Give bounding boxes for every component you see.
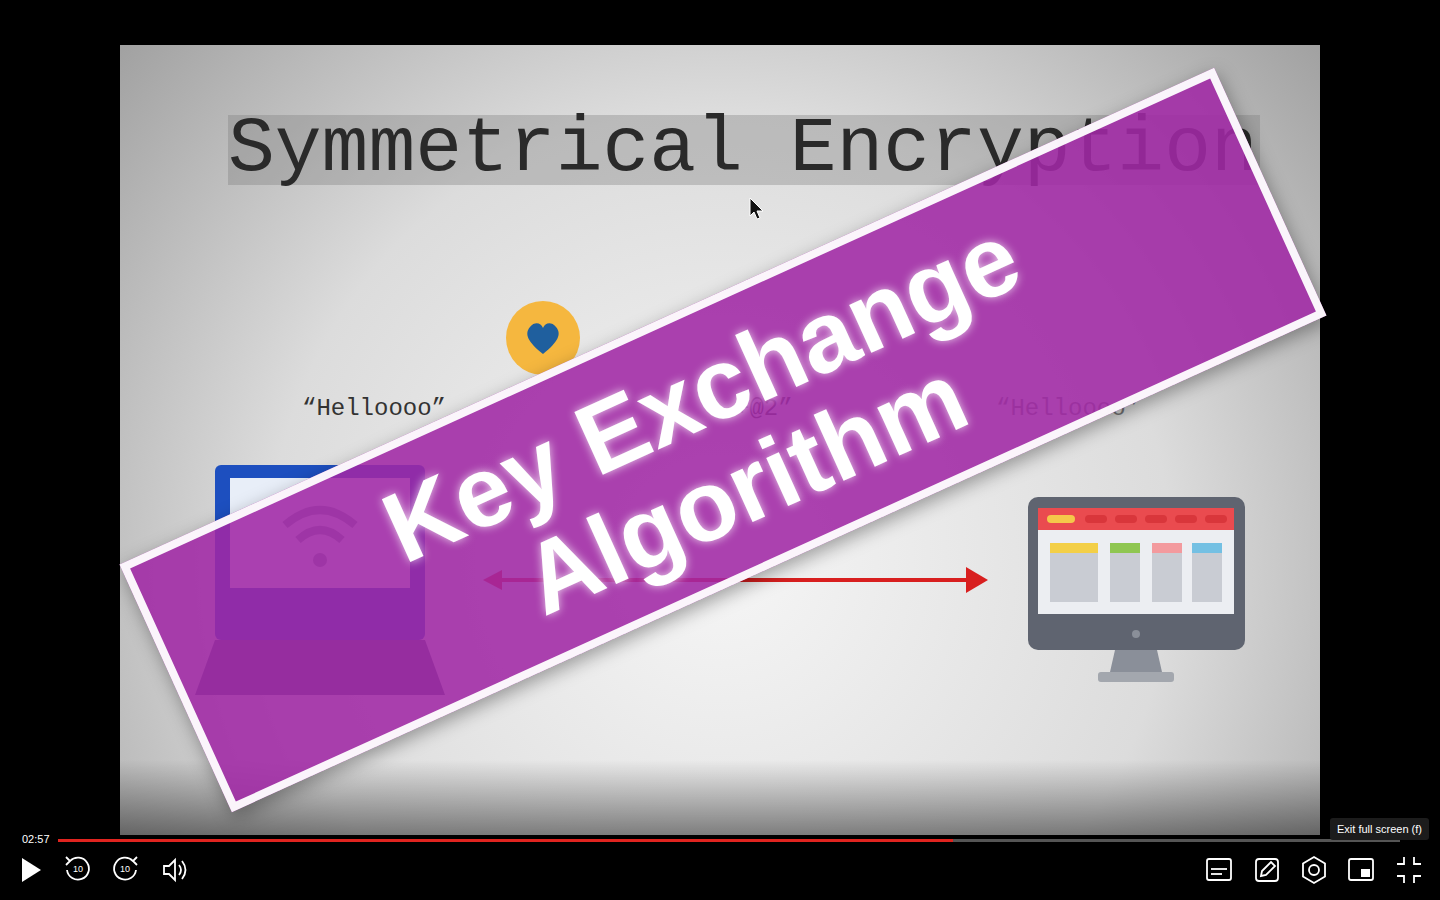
notes-icon: [1256, 859, 1278, 881]
pip-icon: [1349, 859, 1373, 880]
progress-track: [58, 839, 1400, 842]
captions-icon: [1207, 859, 1231, 880]
skip-seconds: 10: [68, 864, 88, 875]
play-icon: [22, 858, 41, 882]
volume-icon: [164, 860, 186, 880]
plain-message: “Helloooo”: [302, 396, 446, 422]
time-elapsed: 02:57: [22, 833, 50, 846]
progress-played: [58, 839, 953, 842]
tooltip: Exit full screen (f): [1330, 818, 1429, 840]
tooltip-text: Exit full screen (f): [1337, 822, 1422, 836]
forward-icon: [114, 857, 137, 880]
rewind-icon: [66, 857, 89, 880]
mouse-cursor: [750, 198, 763, 219]
monitor-icon: [1028, 497, 1245, 682]
settings-icon: [1303, 857, 1325, 883]
skip-seconds: 10: [115, 864, 135, 875]
exit-fullscreen-icon: [1397, 857, 1421, 883]
controls-shade: [0, 760, 1440, 900]
